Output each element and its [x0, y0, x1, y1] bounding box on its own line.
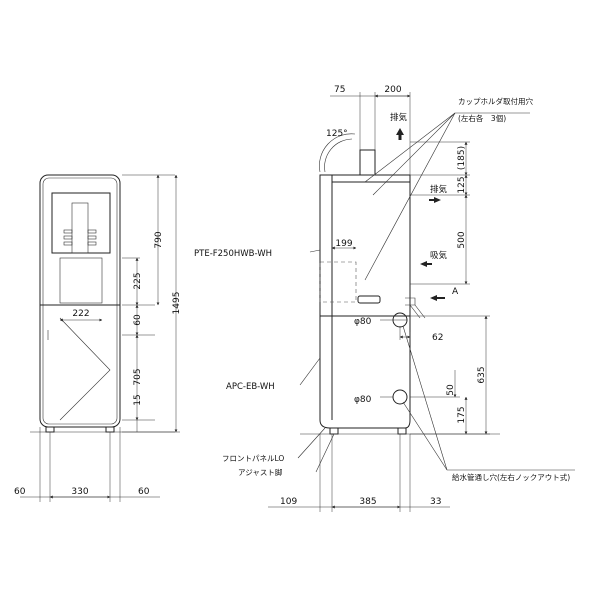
dim-109: 109	[280, 497, 297, 507]
intake-label: 吸気	[430, 250, 448, 261]
dim-175: 175	[457, 406, 467, 423]
dim-33: 33	[430, 497, 441, 507]
water-pipe-hole-bottom	[392, 389, 408, 405]
dim-75: 75	[334, 85, 345, 95]
dim-385: 385	[359, 497, 376, 507]
view-a-arrow	[430, 295, 445, 301]
front-foot-right	[105, 426, 115, 433]
dim-330: 330	[71, 487, 88, 497]
dim-80-bottom: φ80	[354, 395, 372, 405]
side-cabinet-outline	[319, 174, 411, 429]
pte-model-label: PTE-F250HWB-WH	[194, 249, 272, 259]
apc-model-label: APC-EB-WH	[226, 382, 275, 392]
exhaust-top-label: 排気	[390, 112, 408, 123]
intake-grille	[357, 295, 381, 304]
cup-holder-qty-label: (左右各 3個)	[458, 113, 506, 123]
dim-50: 50	[446, 384, 456, 396]
dim-790: 790	[154, 231, 164, 248]
door-swing-arc	[319, 133, 356, 173]
exhaust-up-arrow	[396, 128, 404, 140]
exhaust-side-label: 排気	[430, 184, 448, 195]
side-foot-right	[397, 427, 407, 435]
side-foot-left	[329, 427, 339, 435]
front-cabinet-outline	[39, 174, 121, 428]
adjust-foot-label: アジャスト脚	[238, 467, 282, 477]
cup-holder-leaders	[364, 112, 530, 281]
water-hole-leaders	[402, 325, 575, 471]
dim-1495: 1495	[172, 292, 182, 315]
dim-222: 222	[72, 309, 89, 319]
dim-705: 705	[133, 368, 143, 385]
dim-60-mid: 60	[133, 314, 143, 326]
intake-left-arrow	[420, 261, 432, 267]
adjust-foot-leader	[315, 433, 335, 473]
front-view: 790 1495 225 60 705 15 222 60 330 60	[14, 174, 182, 502]
dim-225: 225	[133, 272, 143, 289]
front-panel-label: フロントパネルLO	[222, 454, 284, 463]
pte-model-leader	[309, 249, 321, 253]
dim-199: 199	[335, 239, 352, 249]
door-hinge-marks	[59, 317, 111, 421]
dim-125-angle: 125°	[326, 129, 348, 139]
front-cabinet-inner-edge	[42, 177, 118, 425]
dim-60-left: 60	[14, 487, 26, 497]
exhaust-duct	[359, 149, 376, 175]
apc-model-leader	[299, 357, 321, 386]
view-a-label: A	[452, 287, 459, 297]
panel-buttons	[63, 229, 97, 246]
dim-80-top: φ80	[354, 317, 372, 327]
dim-15: 15	[133, 394, 143, 405]
front-panel-leader	[297, 427, 326, 459]
water-hole-label: 給水管通し穴(左右ノックアウト式)	[452, 472, 570, 482]
control-panel	[51, 192, 111, 254]
dim-635: 635	[477, 366, 487, 383]
front-foot-left	[45, 426, 55, 433]
dim-125: 125	[457, 176, 467, 193]
exhaust-right-arrow	[429, 197, 441, 203]
cup-holder-label: カップホルダ取付用穴	[458, 96, 533, 106]
dim-200: 200	[384, 85, 401, 95]
cup-area	[59, 257, 103, 304]
side-view: 75 200 125° (185) 125 500 199 φ80 62 φ80	[194, 85, 575, 512]
dim-185: (185)	[457, 146, 467, 170]
nozzle-block	[71, 202, 89, 254]
dim-60-right: 60	[138, 487, 150, 497]
cup-holder-outline	[319, 261, 357, 303]
dim-62: 62	[432, 333, 443, 343]
dim-500: 500	[457, 231, 467, 248]
